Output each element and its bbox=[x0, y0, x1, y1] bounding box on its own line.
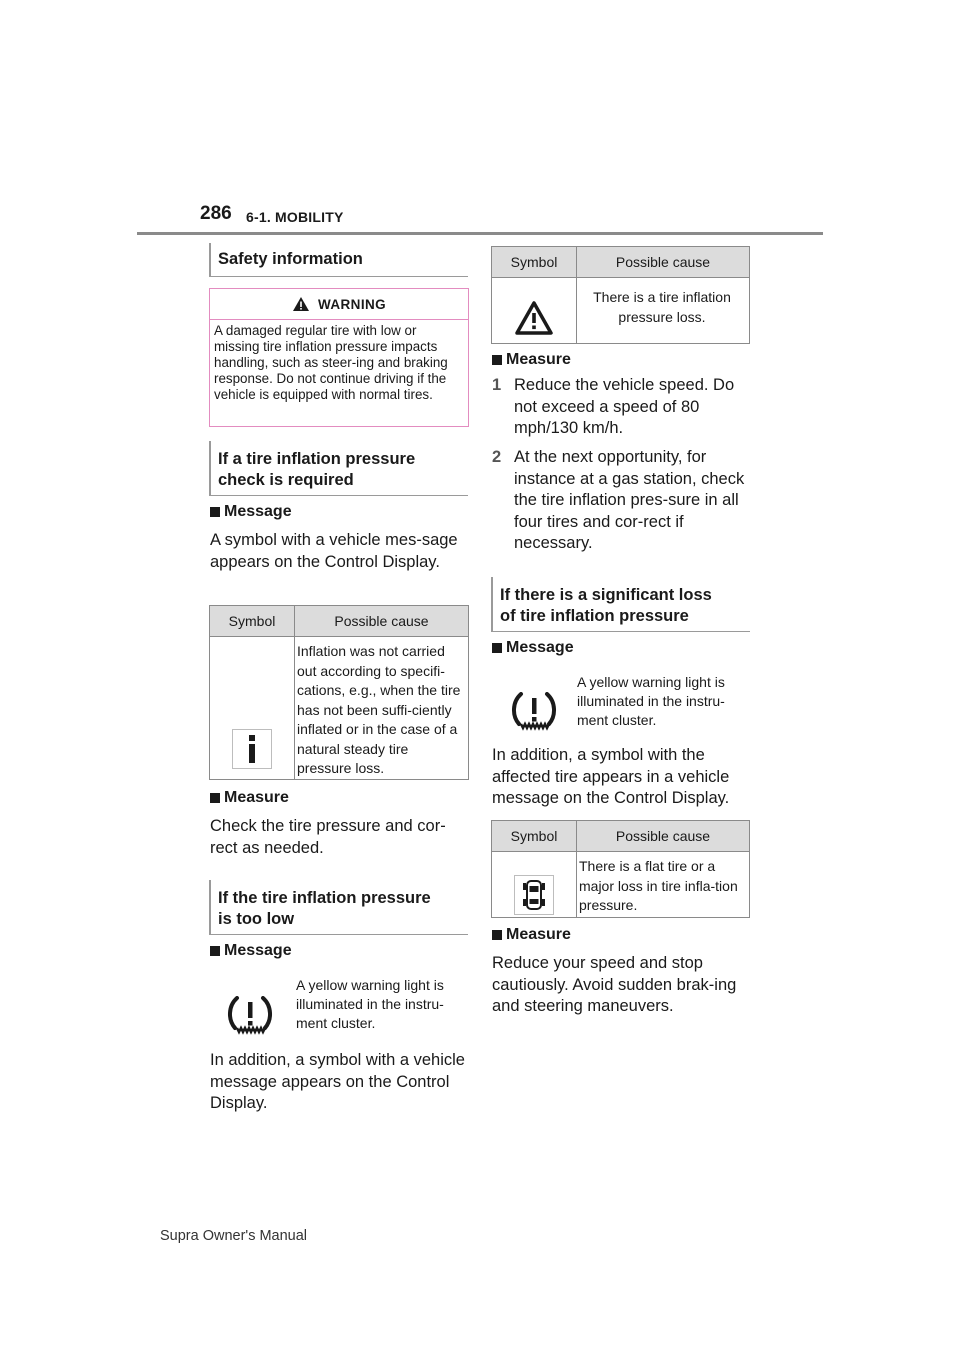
table-cell-cause: Inflation was not carried out according … bbox=[297, 643, 461, 776]
table-header-cause: Possible cause bbox=[334, 613, 429, 629]
step-text: At the next opportunity, for instance at… bbox=[514, 448, 745, 552]
subhead-measure: Measure bbox=[492, 351, 571, 369]
chapter-title: 6-1. MOBILITY bbox=[246, 209, 344, 225]
section-title-line1: If the tire inflation pressure bbox=[218, 889, 431, 907]
warning-triangle-icon bbox=[292, 297, 309, 311]
table-header-symbol: Symbol bbox=[492, 821, 577, 851]
measure-text: Check the tire pressure and cor-rect as … bbox=[210, 817, 446, 857]
step-number: 2 bbox=[492, 448, 502, 466]
table-row: There is a tire inflation pressure loss. bbox=[492, 278, 749, 344]
warning-light-text: A yellow warning light is illuminated in… bbox=[577, 674, 725, 728]
subhead-message: Message bbox=[492, 639, 574, 657]
footer-manual-title: Supra Owner's Manual bbox=[160, 1228, 308, 1244]
subhead-measure: Measure bbox=[210, 789, 289, 807]
tire-pressure-warning-icon bbox=[512, 692, 556, 731]
step-item: 2 At the next opportunity, for instance … bbox=[492, 447, 750, 555]
subhead-label: Measure bbox=[506, 926, 571, 943]
step-item: 1 Reduce the vehicle speed. Do not excee… bbox=[492, 375, 750, 440]
section-title-line2: of tire inflation pressure bbox=[500, 607, 689, 625]
table-cell-symbol bbox=[210, 637, 295, 780]
bullet-square-icon bbox=[492, 355, 502, 365]
cause-line: There is a tire inflation bbox=[593, 289, 731, 305]
table-cell-symbol bbox=[492, 278, 577, 344]
section-title-line1: If there is a significant loss bbox=[500, 586, 712, 604]
message-text: A symbol with a vehicle mes-sage appears… bbox=[210, 531, 458, 571]
warning-divider bbox=[210, 319, 468, 320]
bullet-square-icon bbox=[210, 793, 220, 803]
table-cell-symbol bbox=[492, 852, 577, 918]
table-cell-cause: There is a tire inflation pressure loss. bbox=[577, 278, 749, 344]
table-header-cause: Possible cause bbox=[615, 254, 711, 270]
table-header-symbol: Symbol bbox=[492, 247, 577, 277]
subhead-label: Measure bbox=[224, 789, 289, 806]
section-significant-loss: If there is a significant loss of tire i… bbox=[491, 577, 750, 632]
step-number: 1 bbox=[492, 376, 502, 394]
section-title-line1: If a tire inflation pressure bbox=[218, 450, 416, 468]
section-safety-information: Safety information bbox=[209, 243, 468, 277]
warning-light-text: A yellow warning light is illuminated in… bbox=[296, 977, 444, 1031]
table-header: Symbol Possible cause bbox=[492, 247, 749, 278]
bullet-square-icon bbox=[210, 507, 220, 517]
step-text: Reduce the vehicle speed. Do not exceed … bbox=[514, 376, 735, 437]
warning-text: A damaged regular tire with low or missi… bbox=[214, 323, 448, 402]
warning-label: WARNING bbox=[317, 296, 387, 312]
table-header-symbol: Symbol bbox=[210, 606, 295, 636]
bullet-square-icon bbox=[492, 930, 502, 940]
subhead-message: Message bbox=[210, 503, 292, 521]
header-rule bbox=[137, 232, 823, 235]
subhead-measure: Measure bbox=[492, 926, 571, 944]
subhead-label: Message bbox=[224, 942, 292, 959]
warning-box: WARNING A damaged regular tire with low … bbox=[209, 288, 469, 427]
page-number: 286 bbox=[200, 203, 232, 224]
warning-triangle-icon bbox=[515, 301, 553, 335]
section-title-line2: check is required bbox=[218, 471, 354, 489]
subhead-message: Message bbox=[210, 942, 292, 960]
cause-line: pressure loss. bbox=[618, 308, 706, 325]
section-check-required: If a tire inflation pressure check is re… bbox=[209, 441, 468, 496]
table-header: Symbol Possible cause bbox=[492, 821, 749, 852]
section-title: Safety information bbox=[218, 250, 363, 268]
measure-text: Reduce your speed and stop cautiously. A… bbox=[492, 954, 737, 1015]
symbol-table-loss: Symbol Possible cause There is a tire in… bbox=[491, 246, 750, 344]
info-i-icon bbox=[232, 728, 272, 769]
subhead-label: Message bbox=[506, 639, 574, 656]
section-title-line2: is too low bbox=[218, 910, 295, 928]
warning-header: WARNING bbox=[210, 289, 468, 319]
symbol-table-check: Symbol Possible cause Inflation was not … bbox=[209, 605, 469, 780]
table-cell-cause: There is a flat tire or a major loss in … bbox=[579, 858, 738, 913]
bullet-square-icon bbox=[210, 946, 220, 956]
symbol-table-flat: Symbol Possible cause There is a flat ti… bbox=[491, 820, 750, 918]
subhead-label: Message bbox=[224, 503, 292, 520]
table-header: Symbol Possible cause bbox=[210, 606, 468, 637]
after-text: In addition, a symbol with the affected … bbox=[492, 746, 730, 807]
after-text: In addition, a symbol with a vehicle mes… bbox=[210, 1051, 465, 1112]
flat-tire-car-icon bbox=[514, 875, 554, 915]
tire-pressure-warning-icon bbox=[228, 996, 272, 1035]
table-row: There is a flat tire or a major loss in … bbox=[492, 852, 749, 918]
subhead-label: Measure bbox=[506, 351, 571, 368]
section-too-low: If the tire inflation pressure is too lo… bbox=[209, 880, 468, 935]
bullet-square-icon bbox=[492, 643, 502, 653]
table-row: Inflation was not carried out according … bbox=[210, 637, 468, 780]
table-header-cause: Possible cause bbox=[615, 828, 711, 844]
